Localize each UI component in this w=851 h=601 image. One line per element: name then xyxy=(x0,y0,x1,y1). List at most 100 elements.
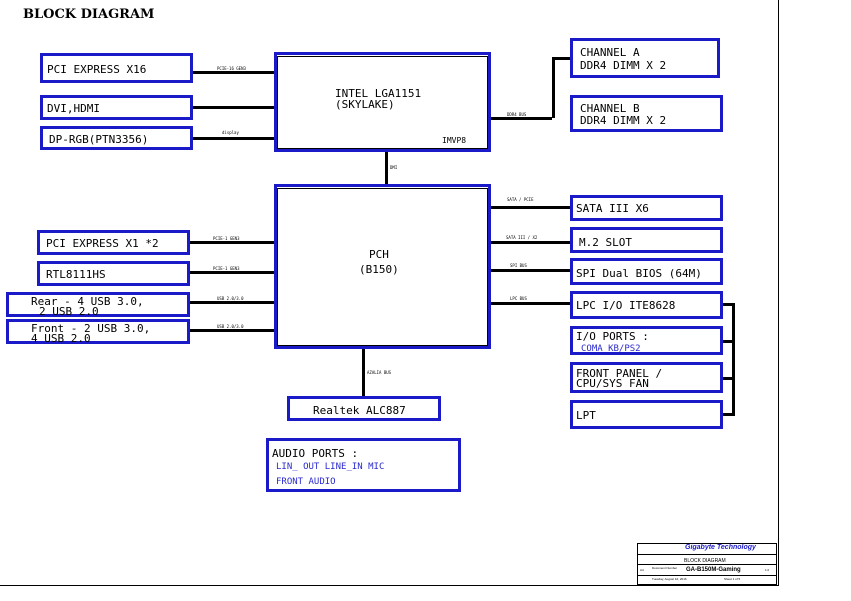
cpu-codename: (SKYLAKE) xyxy=(335,98,395,111)
sata-block: SATA III X6 xyxy=(570,195,723,221)
signal-sata: SATA / PCIE xyxy=(507,197,534,202)
sheet-title: BLOCK DIAGRAM xyxy=(684,558,726,564)
wire-dvi xyxy=(192,106,275,109)
signal-usb-rear: USB 2.0/3.0 xyxy=(217,296,244,301)
channel-b-title: CHANNEL B xyxy=(580,102,640,115)
front-usb-block: Front - 2 USB 3.0, 4 USB 2.0 xyxy=(6,319,190,344)
pcie-x1-label: PCI EXPRESS X1 *2 xyxy=(46,237,159,250)
rear-usb-block: Rear - 4 USB 3.0, 2 USB 2.0 xyxy=(6,292,190,317)
title-block: Gigabyte Technology BLOCK DIAGRAM Docume… xyxy=(637,543,777,585)
cpu-block: INTEL LGA1151 (SKYLAKE) IMVP8 xyxy=(274,52,491,152)
revision: 1.0 xyxy=(765,568,770,572)
pcie-x16-label: PCI EXPRESS X16 xyxy=(47,63,147,76)
lpt-block: LPT xyxy=(570,400,723,429)
realtek-codec-label: Realtek ALC887 xyxy=(313,404,406,417)
frame-right-border xyxy=(778,0,779,586)
lpc-io-block: LPC I/O ITE8628 xyxy=(570,291,723,319)
wire-pcie16 xyxy=(192,71,275,74)
dp-rgb-label: DP-RGB(PTN3356) xyxy=(49,133,149,146)
date: Tuesday, August 16, 2016 xyxy=(652,577,687,581)
front-panel-block: FRONT PANEL / CPU/SYS FAN xyxy=(570,362,723,393)
dvi-hdmi-label: DVI,HDMI xyxy=(47,102,100,115)
wire-m2 xyxy=(490,241,571,244)
signal-usb-front: USB 2.0/3.0 xyxy=(217,324,244,329)
channel-a-title: CHANNEL A xyxy=(580,46,640,59)
m2-slot-block: M.2 SLOT xyxy=(570,227,723,253)
size-label: A4 xyxy=(640,568,644,572)
front-panel-line1: FRONT PANEL / xyxy=(576,367,663,380)
io-ports-title: I/O PORTS : xyxy=(576,330,649,343)
lpc-io-label: LPC I/O ITE8628 xyxy=(576,299,676,312)
doc-number-label: Document Number xyxy=(652,566,678,570)
audio-ports-block: AUDIO PORTS : LIN_ OUT LINE_IN MIC FRONT… xyxy=(266,438,461,492)
rtl-lan-label: RTL8111HS xyxy=(46,268,106,281)
spi-bios-block: SPI Dual BIOS (64M) xyxy=(570,258,723,285)
wire-pcie1 xyxy=(190,241,275,244)
wire-ddr-a xyxy=(552,57,570,60)
wire-sata xyxy=(490,206,571,209)
signal-pcie1: PCIE-1 GEN3 xyxy=(213,236,240,241)
wire-lpc-top xyxy=(721,303,734,306)
signal-m2: SATA III / X2 xyxy=(506,235,538,240)
model-number: GA-B150M-Gaming xyxy=(686,567,741,573)
rtl-lan-block: RTL8111HS xyxy=(37,261,190,286)
signal-azalia: AZALIA BUS xyxy=(367,370,392,375)
signal-ddr: DDR4 BUS xyxy=(507,112,527,117)
signal-spi: SPI BUS xyxy=(510,263,527,268)
wire-lpc-io xyxy=(721,340,734,343)
rear-usb-line2: 2 USB 2.0 xyxy=(39,305,99,318)
front-usb-line1: Front - 2 USB 3.0, xyxy=(31,322,151,335)
channel-a-dimm: DDR4 DIMM X 2 xyxy=(580,59,667,72)
audio-ports-front: FRONT AUDIO xyxy=(276,477,336,487)
realtek-codec-block: Realtek ALC887 xyxy=(287,396,441,421)
front-panel-line2: CPU/SYS FAN xyxy=(576,377,649,390)
spi-bios-label: SPI Dual BIOS (64M) xyxy=(576,267,702,280)
pch-block: PCH (B150) xyxy=(274,184,491,349)
wire-dp xyxy=(192,137,275,140)
wire-lpc-fp xyxy=(721,377,734,380)
channel-b-block: CHANNEL B DDR4 DIMM X 2 xyxy=(570,95,723,132)
title-block-rule xyxy=(638,575,776,576)
lpt-label: LPT xyxy=(576,409,596,422)
title-block-rule xyxy=(638,564,776,565)
audio-ports-jacks: LIN_ OUT LINE_IN MIC xyxy=(276,462,385,472)
wire-azalia xyxy=(362,348,365,397)
wire-lpc-lpt xyxy=(721,413,734,416)
audio-ports-title: AUDIO PORTS : xyxy=(272,447,359,460)
m2-slot-label: M.2 SLOT xyxy=(579,236,632,249)
pch-name: PCH xyxy=(369,248,389,261)
wire-rtl xyxy=(190,271,275,274)
diagram-title: BLOCK DIAGRAM xyxy=(23,7,155,22)
channel-b-dimm: DDR4 DIMM X 2 xyxy=(580,114,667,127)
wire-dmi xyxy=(385,151,388,185)
cpu-imvp: IMVP8 xyxy=(442,136,467,145)
channel-a-block: CHANNEL A DDR4 DIMM X 2 xyxy=(570,38,720,78)
wire-usb-rear xyxy=(190,301,275,304)
wire-ddr-bus xyxy=(552,57,555,118)
io-ports-block: I/O PORTS : COMA KB/PS2 xyxy=(570,326,723,355)
front-usb-line2: 4 USB 2.0 xyxy=(31,332,91,345)
signal-display: display xyxy=(222,130,239,135)
wire-lpc xyxy=(490,302,571,305)
wire-spi xyxy=(490,269,571,272)
rear-usb-line1: Rear - 4 USB 3.0, xyxy=(31,295,144,308)
sheet-number: Sheet 1 of 5 xyxy=(724,577,741,581)
wire-ddr xyxy=(490,117,552,120)
title-block-rule xyxy=(638,554,776,555)
frame-bottom-border xyxy=(0,585,779,586)
signal-lpc: LPC BUS xyxy=(510,296,527,301)
company-name: Gigabyte Technology xyxy=(685,544,756,551)
dp-rgb-block: DP-RGB(PTN3356) xyxy=(40,126,193,150)
signal-rtl: PCIE-1 GEN3 xyxy=(213,266,240,271)
io-ports-list: COMA KB/PS2 xyxy=(581,344,641,354)
pch-model: (B150) xyxy=(359,263,399,276)
wire-lpc-bus xyxy=(732,303,735,416)
signal-pcie16: PCIE-16 GEN3 xyxy=(217,66,246,71)
pcie-x1-block: PCI EXPRESS X1 *2 xyxy=(37,230,190,255)
wire-usb-front xyxy=(190,329,275,332)
sata-label: SATA III X6 xyxy=(576,202,649,215)
dvi-hdmi-block: DVI,HDMI xyxy=(40,95,193,120)
cpu-name: INTEL LGA1151 xyxy=(335,87,422,100)
pcie-x16-block: PCI EXPRESS X16 xyxy=(40,53,193,83)
